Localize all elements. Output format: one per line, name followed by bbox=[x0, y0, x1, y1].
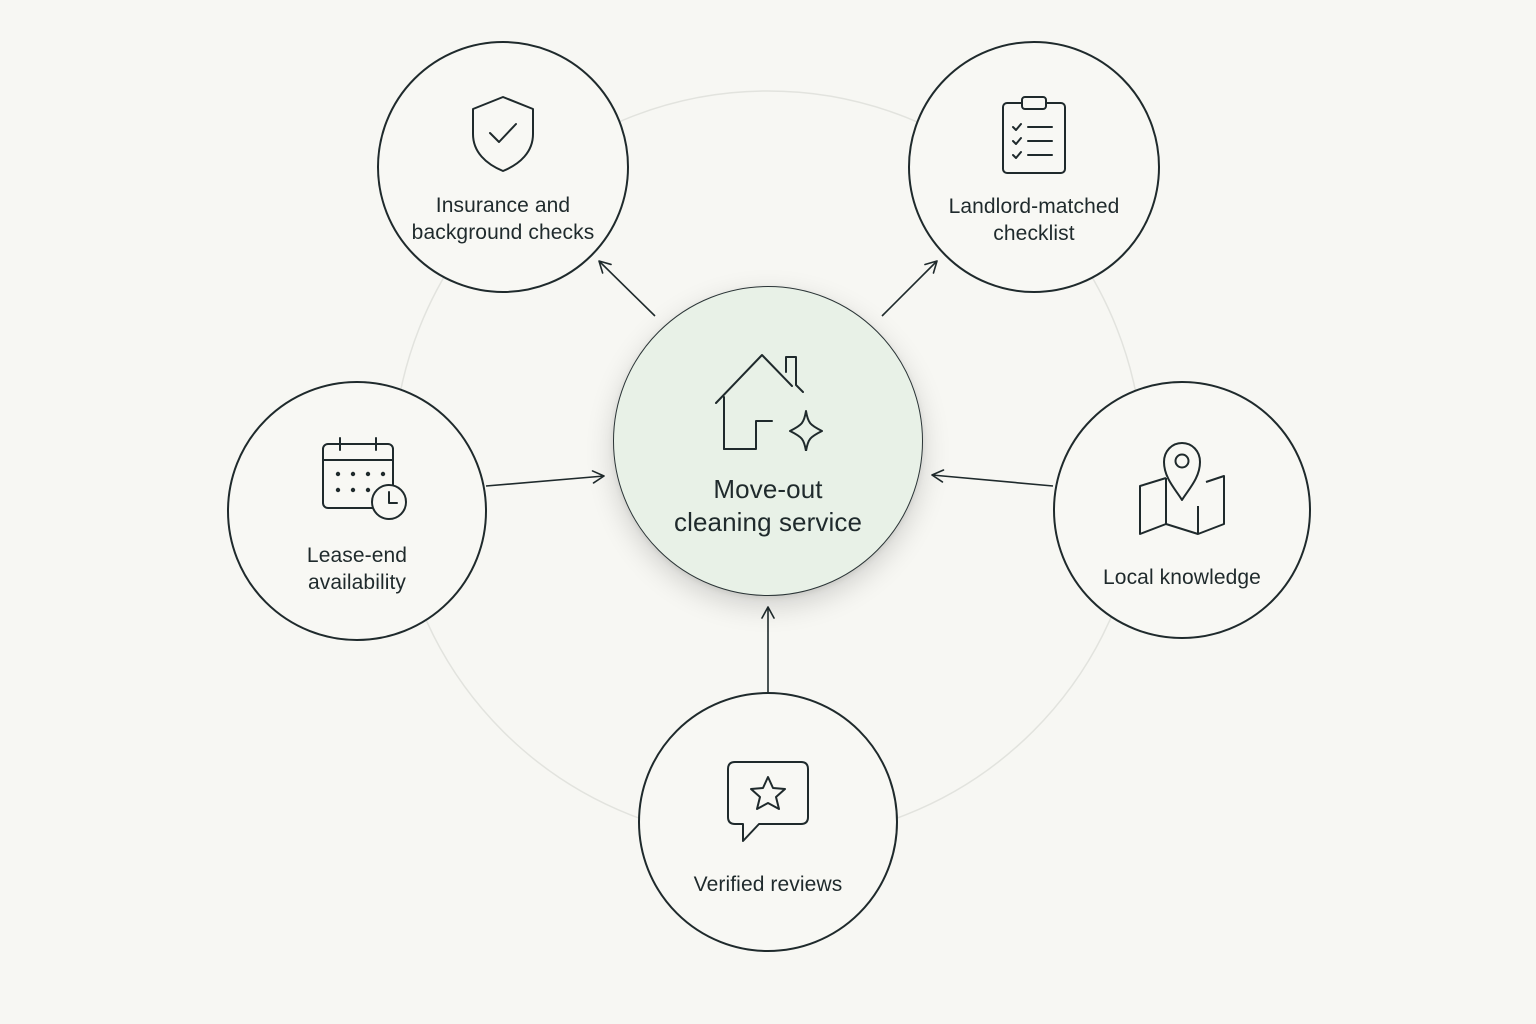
node-reviews-label: Verified reviews bbox=[693, 872, 843, 896]
map-pin-icon bbox=[1136, 440, 1228, 538]
star-chat-icon bbox=[725, 759, 811, 845]
clipboard-checklist-icon bbox=[1000, 95, 1068, 175]
shield-check-icon bbox=[470, 94, 536, 174]
node-insurance-label: Insurance and background checks bbox=[411, 194, 595, 244]
node-local: Local knowledge bbox=[1053, 381, 1311, 639]
node-center-label: Move-out cleaning service bbox=[673, 474, 863, 537]
node-availability: Lease-end availability bbox=[227, 381, 487, 641]
house-sparkle-icon bbox=[710, 351, 826, 451]
arrow-local-to-center bbox=[931, 469, 1054, 487]
node-reviews: Verified reviews bbox=[638, 692, 898, 952]
node-local-label: Local knowledge bbox=[1103, 565, 1261, 589]
node-availability-label: Lease-end availability bbox=[306, 544, 408, 594]
calendar-clock-icon bbox=[320, 436, 410, 522]
node-center: Move-out cleaning service bbox=[613, 286, 923, 596]
node-insurance: Insurance and background checks bbox=[377, 41, 629, 293]
node-checklist-label: Landlord-matched checklist bbox=[948, 195, 1120, 245]
node-checklist: Landlord-matched checklist bbox=[908, 41, 1160, 293]
arrow-availability-to-center bbox=[485, 470, 605, 487]
arrow-center-to-checklist bbox=[881, 260, 938, 317]
arrow-center-to-insurance bbox=[598, 260, 656, 317]
